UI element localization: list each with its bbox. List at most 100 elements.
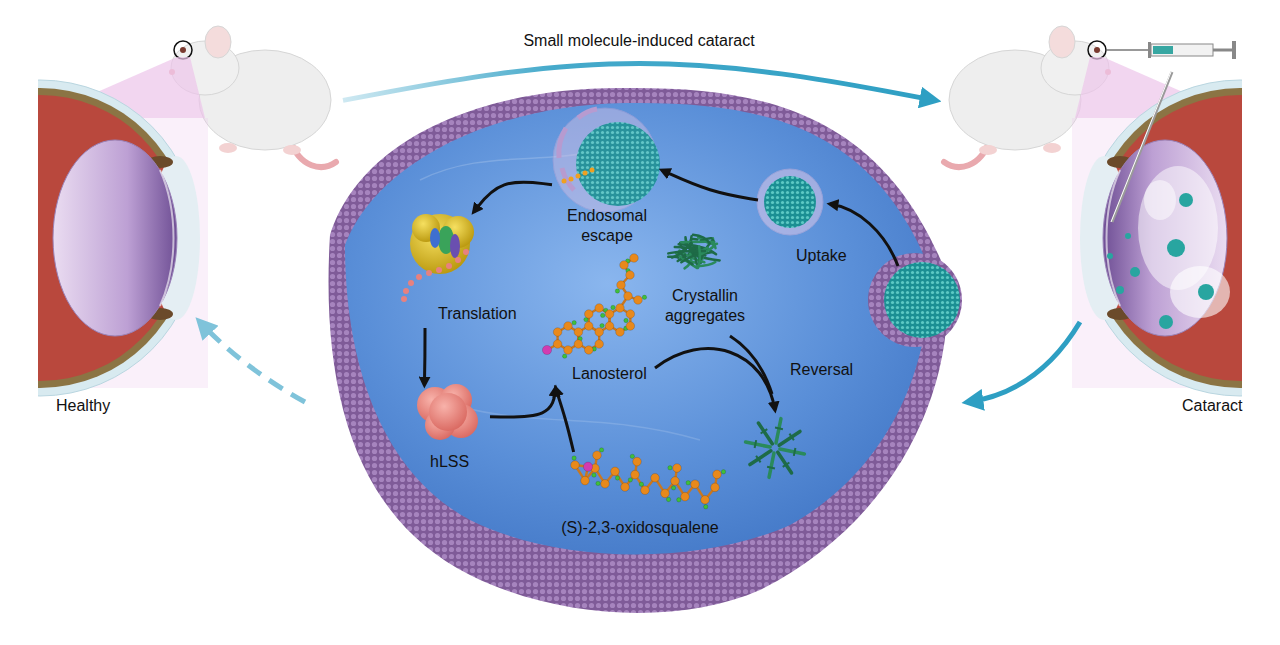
cataract-opacity [1198, 284, 1214, 300]
needle [1111, 72, 1172, 222]
cataract-opacity [1130, 267, 1140, 277]
eye-panel-illustration [0, 26, 336, 396]
oxidosqualene-molecule [639, 482, 643, 486]
eye-panel: Healthy [38, 38, 343, 428]
node-label: Uptake [796, 246, 847, 266]
lens-cell [329, 88, 948, 613]
dispersed-crystallin [780, 449, 805, 454]
eye-cross-section [38, 88, 190, 388]
lanosterol-molecule [595, 340, 604, 349]
node-label: Healthy [56, 396, 110, 416]
endosome-vesicle [757, 169, 823, 235]
lanosterol-molecule [616, 328, 625, 337]
cataract-opacity [1179, 193, 1193, 207]
lanosterol-molecule [584, 322, 593, 331]
pathway-arrows [655, 349, 775, 410]
nanoparticle-at-membrane [884, 262, 960, 338]
oxidosqualene-molecule [668, 466, 672, 470]
oxidosqualene-molecule [711, 483, 720, 492]
lanosterol-molecule [626, 310, 635, 319]
oxidosqualene-molecule [592, 473, 596, 477]
dispersed-crystallin [755, 440, 757, 448]
lanosterol-molecule [553, 328, 562, 337]
lanosterol-molecule [605, 322, 614, 331]
oxidosqualene-molecule [633, 457, 642, 466]
eye-cross-section [38, 95, 183, 381]
oxidosqualene-molecule [593, 451, 602, 460]
molecule-drawings [542, 235, 804, 509]
dispersed-crystallin [769, 453, 774, 478]
oxidosqualene-molecule [628, 478, 632, 482]
mouse-figure [219, 143, 237, 153]
dispersed-crystallin [746, 419, 805, 478]
lanosterol-molecule [626, 271, 635, 280]
dispersed-crystallin [750, 451, 771, 465]
oxidosqualene-molecule [621, 483, 630, 492]
node-label: (S)-2,3-oxidosqualene [552, 518, 728, 538]
mouse-figure [205, 26, 231, 58]
peptide-chain [408, 280, 414, 286]
lanosterol-molecule [542, 345, 551, 354]
lanosterol-molecule [595, 328, 604, 337]
lanosterol-molecule [605, 310, 614, 319]
lanosterol-molecule [564, 346, 573, 355]
dispersed-crystallin [779, 431, 800, 445]
oxidosqualene-molecule [651, 474, 660, 483]
endosome-vesicle [764, 176, 816, 228]
oxidosqualene-molecule [630, 454, 634, 458]
oxidosqualene-molecule [673, 464, 682, 473]
node-label: Crystallin aggregates [655, 286, 755, 326]
lanosterol-molecule [574, 340, 583, 349]
enzyme-node: hLSS [408, 385, 490, 476]
dispersed-crystallin [789, 434, 793, 441]
escaping-vesicle [576, 122, 660, 206]
oxidosqualene-molecule [686, 481, 690, 485]
cataract-opacity [1144, 180, 1176, 220]
pathway-arrows [968, 322, 1080, 402]
lanosterol-molecule [626, 322, 635, 331]
cataract-opacity [1159, 315, 1173, 329]
lanosterol-molecule [600, 323, 604, 327]
lanosterol-molecule [620, 261, 629, 270]
lanosterol-molecule [616, 304, 625, 313]
peptide-chain [401, 296, 407, 302]
crystallin-aggregate [668, 235, 719, 269]
oxidosqualene-molecule [713, 470, 722, 479]
hlss-enzyme [417, 384, 478, 440]
pathway-arrow [662, 170, 758, 200]
oxidosqualene-molecule [601, 480, 610, 489]
oxidosqualene-molecule [641, 486, 650, 495]
ribosome [430, 228, 440, 248]
mrna-strand [569, 177, 574, 182]
needle [1112, 72, 1172, 222]
peptide-chain [436, 267, 442, 273]
syringe [1107, 49, 1150, 51]
connectors [343, 63, 935, 452]
oxidosqualene-molecule [615, 476, 619, 480]
oxidosqualene-molecule [611, 467, 620, 476]
syringe [1107, 41, 1236, 59]
oxidosqualene-molecule [666, 497, 670, 501]
lanosterol-molecule [600, 313, 604, 317]
oxidosqualene-molecule [571, 448, 726, 509]
lanosterol-molecule [562, 354, 566, 358]
lanosterol-molecule [611, 305, 615, 309]
oxidosqualene-molecule [571, 461, 580, 470]
peptide-chain [416, 274, 422, 280]
peptide-chain [446, 263, 452, 269]
oxidosqualene-molecule [701, 496, 710, 505]
lanosterol-molecule [624, 318, 628, 322]
dispersed-crystallin [794, 448, 796, 456]
syringe [1213, 49, 1232, 52]
crystallin-aggregate [672, 243, 691, 258]
lanosterol-molecule [574, 328, 583, 337]
edge-label: Small molecule-induced cataract [523, 31, 754, 51]
dispersed-crystallin [776, 419, 781, 444]
peptide-chain [426, 270, 432, 276]
lanosterol-molecule [572, 320, 576, 324]
cataract-opacity [1125, 233, 1131, 239]
eye-panel: Cataract [935, 38, 1246, 428]
mrna-strand [583, 171, 588, 176]
